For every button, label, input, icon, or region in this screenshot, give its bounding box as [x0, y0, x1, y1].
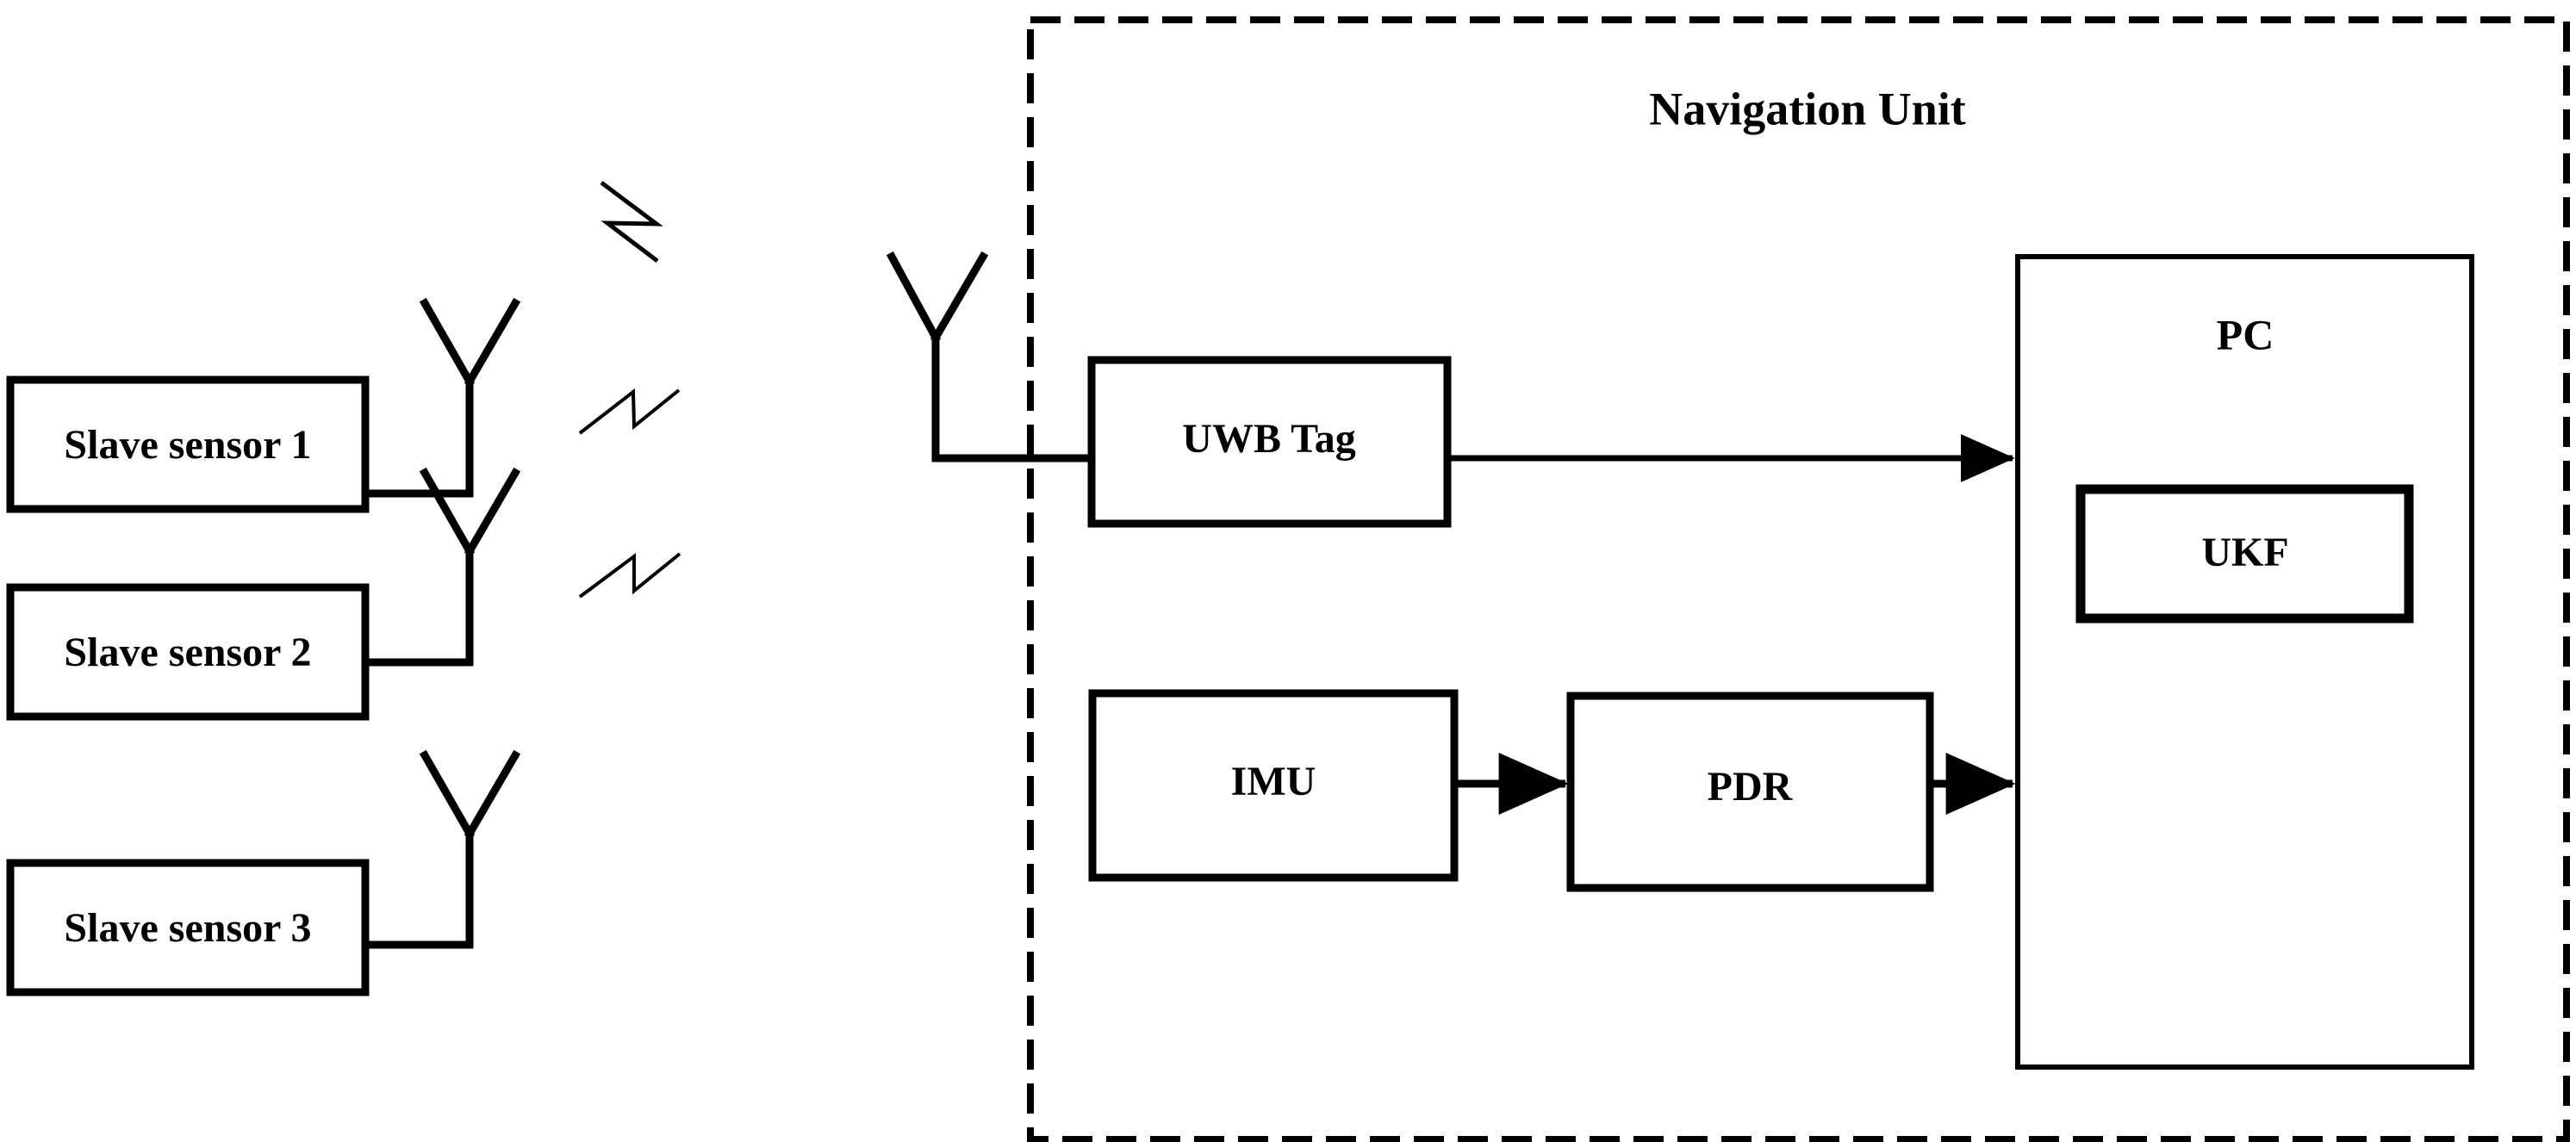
slave-sensor-3-antenna — [361, 749, 521, 949]
pdr-label: PDR — [1708, 764, 1794, 810]
ukf-label: UKF — [2201, 530, 2288, 575]
imu-box[interactable] — [1088, 689, 1459, 882]
slave-sensor-1-label: Slave sensor 1 — [64, 422, 311, 468]
slave-sensor-1-group: Slave sensor 1 — [6, 297, 521, 513]
rf-signal-icon-1 — [600, 181, 663, 263]
pc-group: PC UKF — [2015, 254, 2474, 1070]
uwb-tag-group: UWB Tag — [1087, 356, 1452, 528]
uwb-tag-box[interactable] — [1087, 356, 1452, 528]
navigation-unit-antenna — [886, 251, 1096, 462]
pdr-box[interactable] — [1566, 692, 1934, 892]
rf-signal-icon-3 — [578, 552, 681, 599]
navigation-unit-title: Navigation Unit — [1649, 83, 1966, 134]
pdr-group: PDR — [1566, 692, 1934, 892]
uwb-tag-label: UWB Tag — [1182, 416, 1355, 462]
slave-sensor-1-box[interactable] — [6, 375, 370, 513]
slave-sensor-1-antenna — [361, 297, 521, 498]
imu-group: IMU — [1088, 689, 1459, 882]
slave-sensor-2-group: Slave sensor 2 — [6, 467, 521, 721]
ukf-box[interactable] — [2075, 484, 2414, 624]
slave-sensor-2-box[interactable] — [6, 583, 370, 721]
slave-sensor-2-antenna — [361, 467, 521, 667]
rf-signal-icon-2 — [578, 388, 681, 435]
slave-sensor-3-label: Slave sensor 3 — [64, 905, 311, 951]
slave-sensor-3-group: Slave sensor 3 — [6, 749, 521, 996]
pc-box[interactable] — [2015, 254, 2474, 1070]
slave-sensor-2-label: Slave sensor 2 — [64, 630, 311, 675]
pc-label: PC — [2217, 310, 2274, 358]
slave-sensor-3-box[interactable] — [6, 859, 370, 996]
navigation-unit-boundary — [1027, 16, 2570, 1142]
imu-label: IMU — [1231, 759, 1316, 804]
